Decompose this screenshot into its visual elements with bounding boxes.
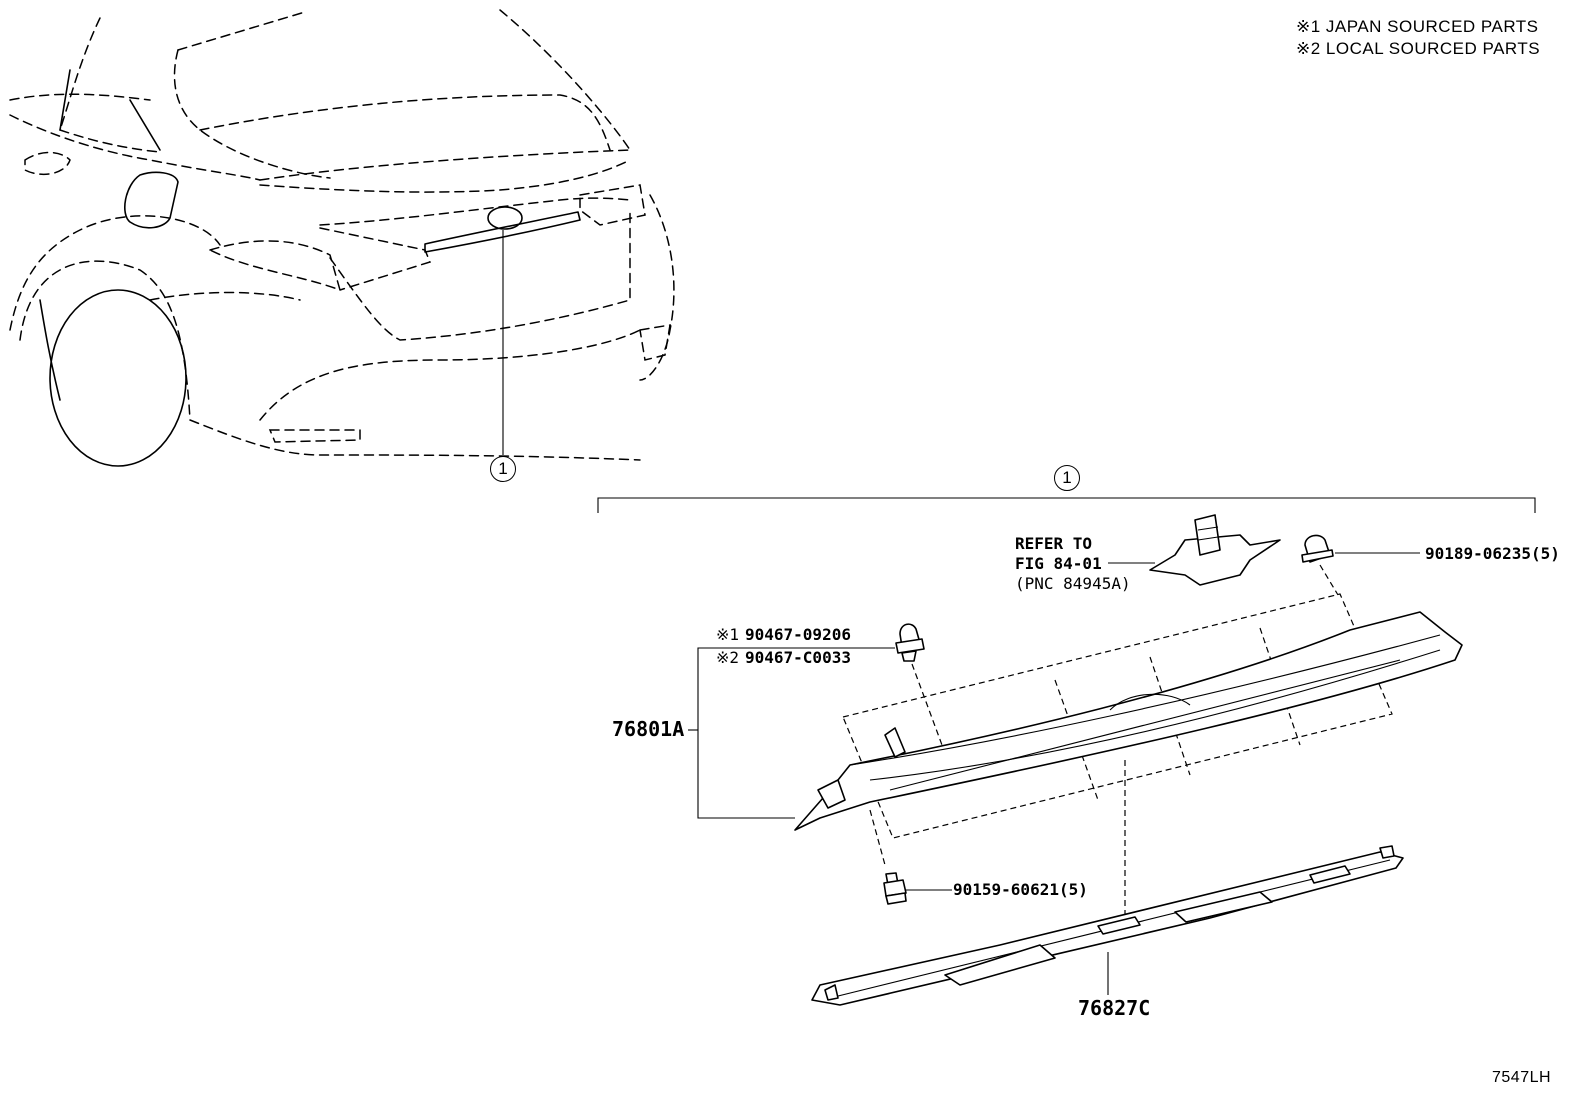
- part-mark-local: ※2: [716, 648, 740, 667]
- car-callout: 1: [490, 456, 516, 482]
- refer-line-3: (PNC 84945A): [1015, 574, 1131, 593]
- part-number-90467-09206: 90467-09206: [745, 625, 851, 644]
- assembly-callout: 1: [1054, 465, 1080, 491]
- figure-id: 7547LH: [1492, 1069, 1552, 1086]
- cover-illustration: [811, 845, 1404, 1006]
- screw-90159-icon: [883, 872, 907, 905]
- note-local-sourced: ※2 LOCAL SOURCED PARTS: [1296, 39, 1541, 58]
- car-rear-illustration: [9, 9, 675, 467]
- refer-line-2: FIG 84-01: [1015, 554, 1102, 573]
- part-number-90467-C0033: 90467-C0033: [745, 648, 851, 667]
- part-number-90189-06235: 90189-06235(5): [1425, 544, 1560, 563]
- part-number-90159-60621: 90159-60621(5): [953, 880, 1088, 899]
- assembly-bracket: [597, 497, 1536, 513]
- camera-illustration: [1149, 514, 1281, 586]
- garnish-bracket: [697, 647, 865, 819]
- part-mark-japan: ※1: [716, 625, 740, 644]
- clip-90467-icon: [895, 623, 925, 662]
- refer-line-1: REFER TO: [1015, 534, 1093, 553]
- note-japan-sourced: ※1 JAPAN SOURCED PARTS: [1296, 17, 1539, 36]
- garnish-illustration: [794, 611, 1463, 831]
- part-number-76801A: 76801A: [612, 717, 685, 741]
- part-number-76827C: 76827C: [1078, 996, 1151, 1020]
- clip-top-right-illustration: [1301, 534, 1334, 563]
